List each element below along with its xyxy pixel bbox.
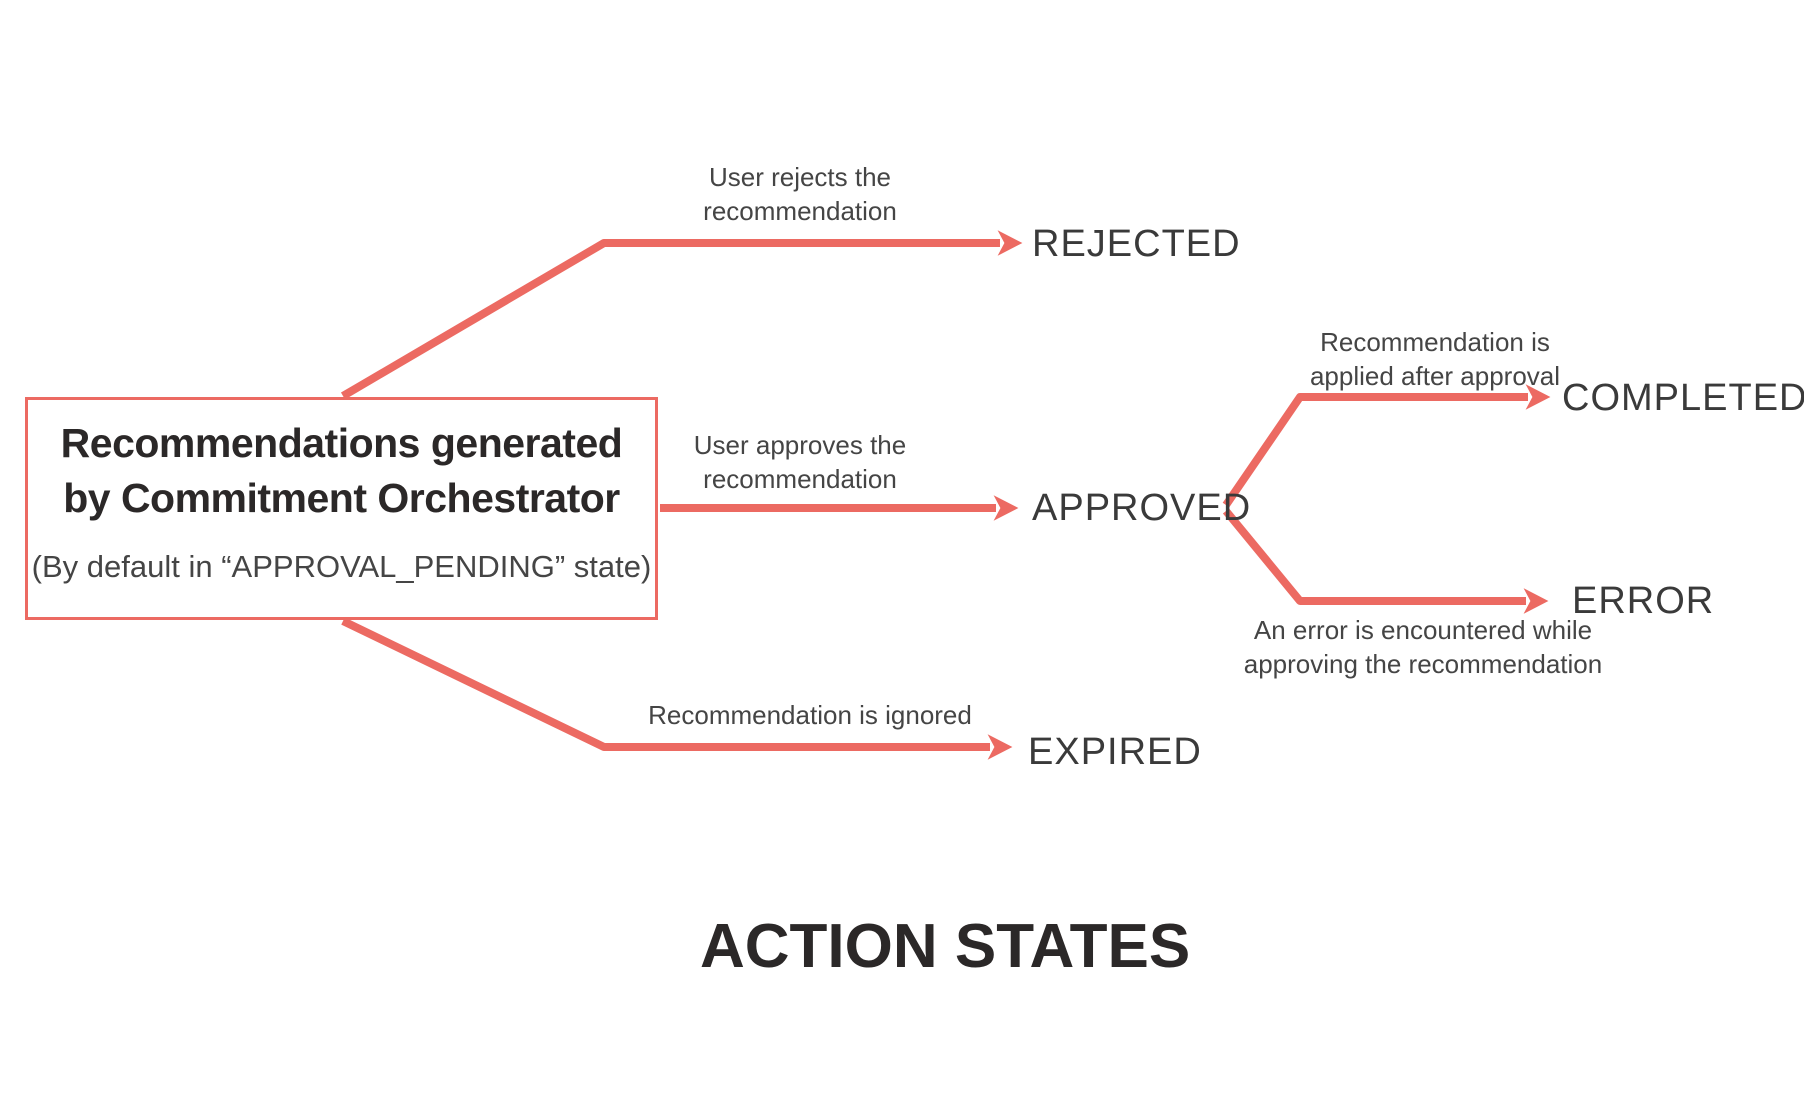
- edge-label-complete-line2: applied after approval: [1309, 361, 1561, 391]
- diagram-title: ACTION STATES: [700, 912, 1191, 981]
- source-box-subtitle: (By default in “APPROVAL_PENDING” state): [31, 549, 652, 584]
- source-box-title: Recommendations generated by Commitment …: [61, 416, 623, 526]
- state-approved: APPROVED: [1032, 487, 1252, 529]
- edge-label-approve-line2: recommendation: [703, 464, 897, 494]
- state-expired: EXPIRED: [1028, 731, 1202, 773]
- edge-label-error: An error is encountered while approving …: [1233, 613, 1613, 681]
- edge-label-expire-line1: Recommendation is ignored: [648, 700, 972, 730]
- state-completed: COMPLETED: [1562, 377, 1804, 419]
- arrow-to-error: [1222, 508, 1549, 614]
- source-box-title-line1: Recommendations generated: [60, 420, 623, 466]
- arrow-to-completed: [1222, 384, 1551, 508]
- edge-label-reject-line2: recommendation: [703, 196, 897, 226]
- arrow-to-rejected: [340, 230, 1023, 400]
- edge-label-complete: Recommendation is applied after approval: [1265, 325, 1605, 393]
- edge-label-reject: User rejects the recommendation: [600, 160, 1000, 228]
- source-box-title-line2: by Commitment Orchestrator: [63, 475, 620, 521]
- edge-label-reject-line1: User rejects the: [708, 162, 892, 192]
- arrow-to-expired: [341, 617, 1013, 760]
- edge-label-approve-line1: User approves the: [693, 430, 907, 460]
- state-rejected: REJECTED: [1032, 223, 1241, 265]
- edge-label-error-line2: approving the recommendation: [1243, 649, 1603, 679]
- state-error: ERROR: [1572, 580, 1715, 622]
- edge-label-complete-line1: Recommendation is: [1320, 327, 1550, 357]
- edge-label-approve: User approves the recommendation: [600, 428, 1000, 496]
- source-state-box: Recommendations generated by Commitment …: [25, 397, 658, 620]
- edge-label-expire: Recommendation is ignored: [610, 698, 1010, 732]
- edge-label-error-line1: An error is encountered while: [1253, 615, 1593, 645]
